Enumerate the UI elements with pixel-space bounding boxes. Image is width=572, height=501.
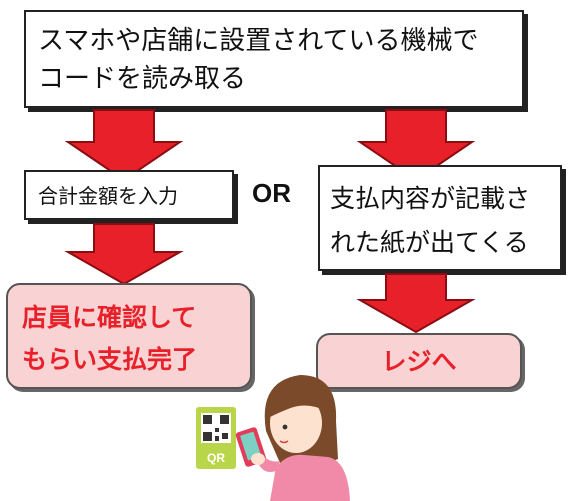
arrow-down-left-1 bbox=[64, 109, 184, 182]
receipt-box: 支払内容が記載さ れた紙が出てくる bbox=[318, 165, 562, 271]
receipt-line-1: 支払内容が記載さ bbox=[330, 184, 531, 213]
input-total-label: 合計金額を入力 bbox=[38, 184, 178, 208]
qr-code-icon: QR bbox=[196, 407, 236, 469]
scan-code-box: スマホや店舗に設置されている機械で コードを読み取る bbox=[24, 10, 524, 108]
scan-code-line-1: スマホや店舗に設置されている機械で bbox=[38, 26, 479, 56]
qr-card-text: QR bbox=[207, 451, 225, 465]
to-register-box: レジへ bbox=[316, 333, 522, 389]
receipt-line-2: れた紙が出てくる bbox=[330, 228, 529, 257]
staff-confirm-line-1: 店員に確認して bbox=[22, 303, 197, 332]
staff-confirm-line-2: もらい支払完了 bbox=[22, 345, 198, 374]
arrow-down-left-2 bbox=[64, 223, 184, 286]
staff-confirm-box: 店員に確認して もらい支払完了 bbox=[6, 283, 252, 389]
arrow-down-right-1 bbox=[356, 109, 476, 182]
or-label: OR bbox=[252, 178, 291, 208]
scan-code-line-2: コードを読み取る bbox=[38, 64, 247, 94]
woman-with-phone-icon: QR bbox=[196, 375, 350, 501]
input-total-box: 合計金額を入力 bbox=[24, 170, 234, 220]
arrow-down-right-2 bbox=[356, 273, 476, 334]
to-register-label: レジへ bbox=[381, 347, 457, 376]
